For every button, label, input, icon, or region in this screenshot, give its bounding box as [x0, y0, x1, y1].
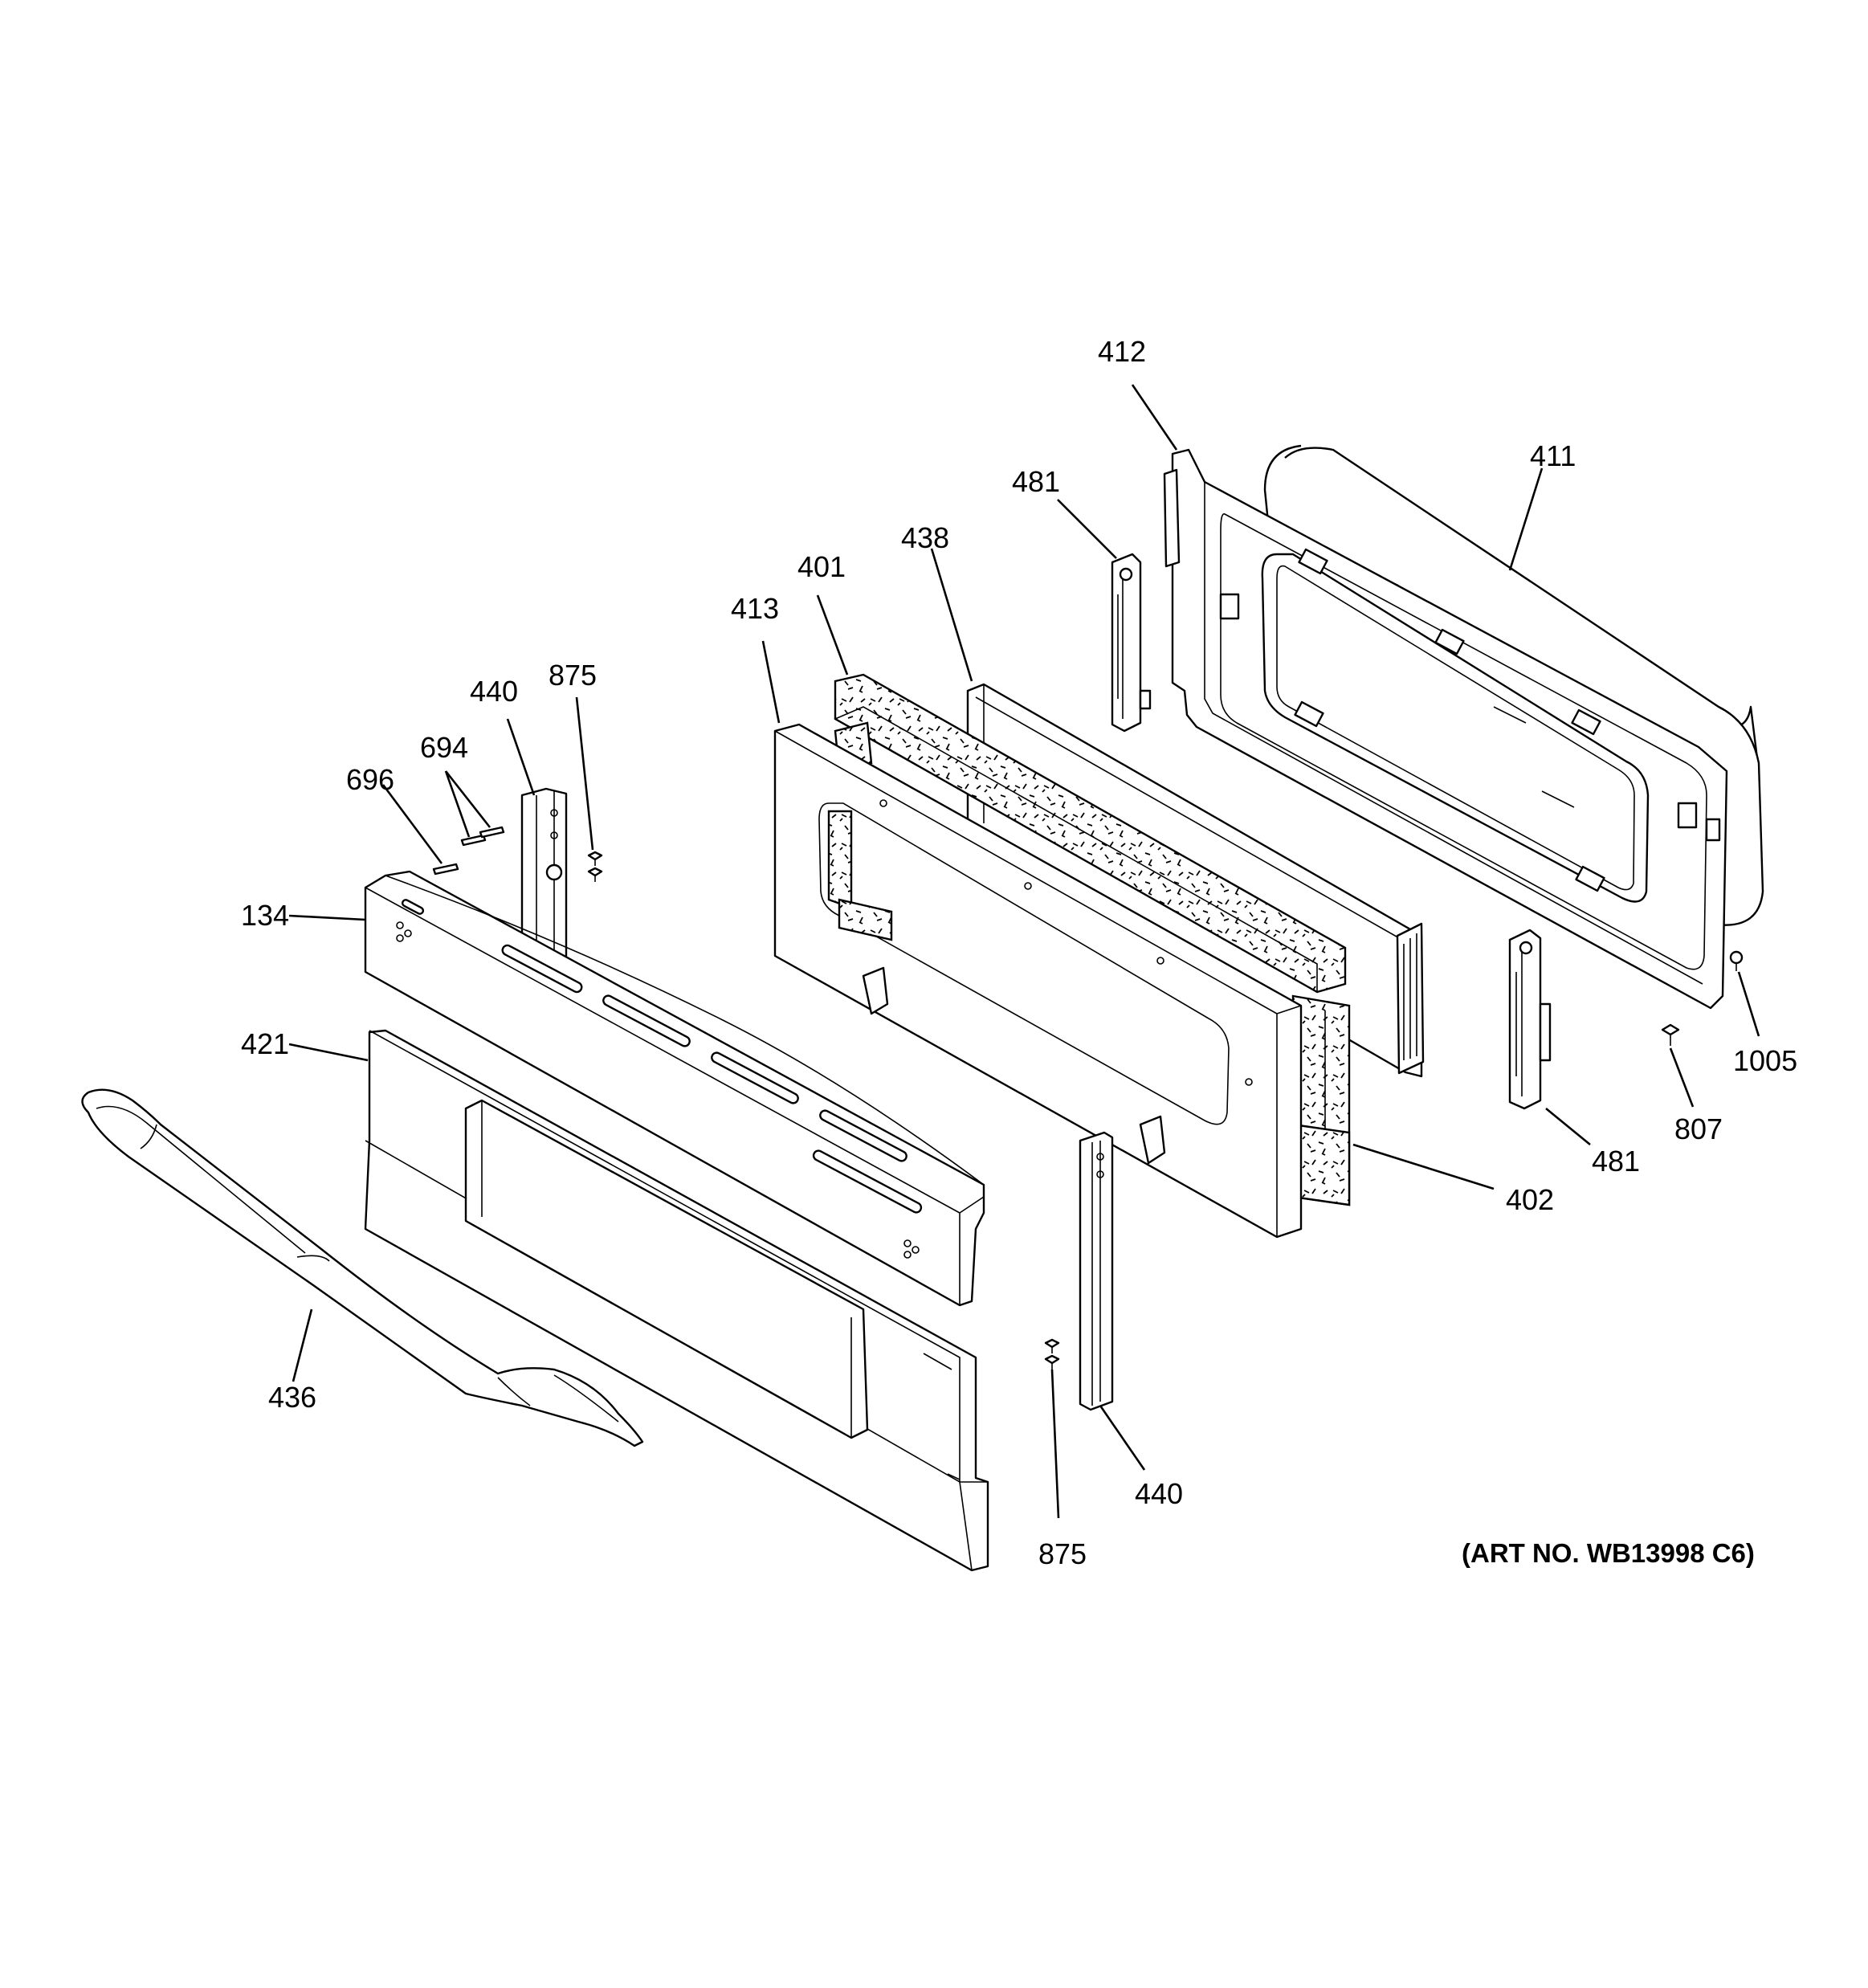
inner-door-liner — [1163, 448, 1728, 1010]
door-side-trim-right — [1079, 1131, 1114, 1411]
screw-807 — [1661, 1023, 1680, 1046]
screws-694 — [460, 826, 505, 847]
art-number: (ART NO. WB13998 C6) — [1462, 1538, 1755, 1568]
callout-421: 421 — [241, 1027, 289, 1060]
screws-875-top — [587, 851, 603, 882]
callout-438: 438 — [901, 521, 949, 554]
callout-440-bottom: 440 — [1135, 1477, 1183, 1510]
hinge-receiver-bottom — [1508, 929, 1552, 1110]
callout-481-bottom: 481 — [1592, 1145, 1640, 1178]
callout-402: 402 — [1506, 1183, 1554, 1216]
outer-door-panel-421 — [364, 1029, 989, 1572]
door-handle-436 — [81, 1088, 644, 1447]
callout-412: 412 — [1098, 335, 1146, 368]
callout-440-top: 440 — [470, 675, 518, 708]
hinge-receiver-top — [1111, 553, 1152, 733]
screw-696 — [432, 863, 459, 876]
callout-436: 436 — [268, 1381, 316, 1414]
callout-1005: 1005 — [1733, 1044, 1797, 1077]
leader-lines — [288, 384, 1760, 1519]
callout-labels: 412 411 481 438 401 413 440 875 694 696 … — [241, 335, 1797, 1570]
callout-875-top: 875 — [549, 659, 597, 692]
callout-411: 411 — [1530, 439, 1576, 472]
callout-694: 694 — [420, 731, 468, 764]
insulation-lower — [1291, 994, 1351, 1206]
callout-413: 413 — [731, 592, 779, 625]
screw-1005 — [1729, 950, 1744, 971]
screws-875-bottom — [1044, 1338, 1060, 1370]
callout-875-bottom: 875 — [1038, 1537, 1087, 1570]
callout-807: 807 — [1674, 1112, 1723, 1145]
callout-696: 696 — [346, 763, 394, 796]
callout-481-top: 481 — [1012, 465, 1060, 498]
vent-trim-134 — [364, 870, 985, 1307]
door-frame — [773, 723, 1303, 1239]
callout-401: 401 — [797, 550, 846, 583]
callout-134: 134 — [241, 899, 289, 932]
